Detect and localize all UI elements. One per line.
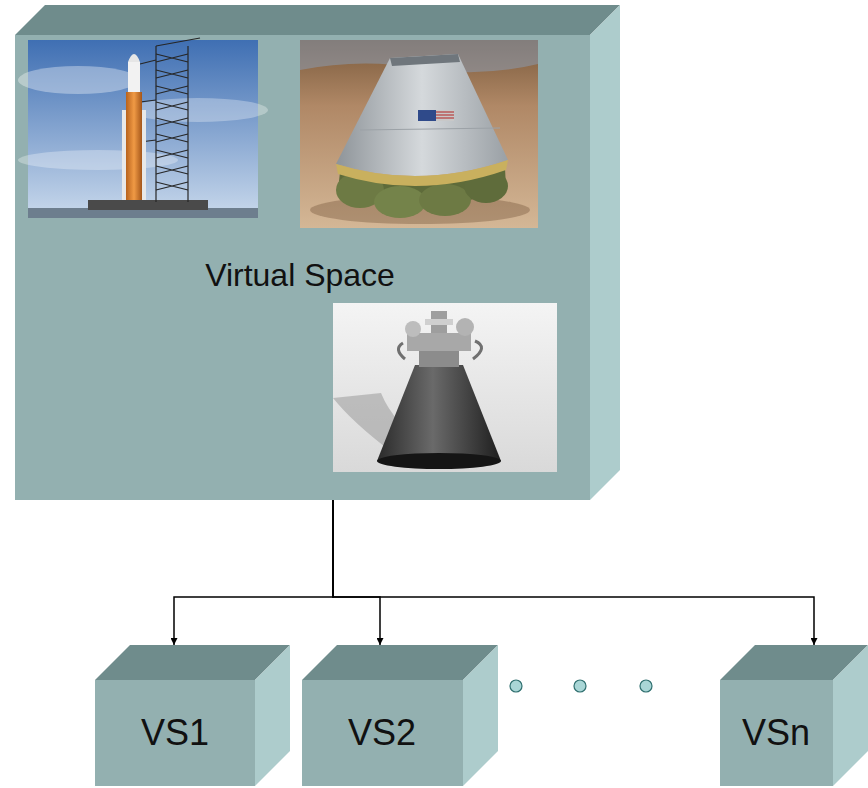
box-front-face <box>95 680 255 786</box>
space-label: VS1 <box>141 712 209 753</box>
virtual-subspace-box: VS1 <box>95 645 290 786</box>
ellipsis-dots <box>510 680 652 692</box>
ellipsis-dot <box>640 680 652 692</box>
ellipsis-dot <box>510 680 522 692</box>
box-side-face <box>833 645 868 786</box>
rocket-photo <box>18 38 268 218</box>
engine-photo <box>333 303 557 472</box>
box-front-face <box>302 680 463 786</box>
connector-arrow <box>333 500 814 645</box>
photo-illustrations <box>15 5 620 500</box>
box-front-face <box>720 680 833 786</box>
capsule-photo <box>300 40 538 228</box>
box-side-face <box>463 645 498 786</box>
box-front-face <box>15 35 590 500</box>
space-label: VSn <box>742 712 810 753</box>
virtual-subspace-box: VSn <box>720 645 868 786</box>
virtual-space-box: Virtual Space <box>15 5 620 500</box>
box-top-face <box>15 5 620 35</box>
connector-arrow <box>174 500 333 645</box>
space-title: Virtual Space <box>205 257 395 294</box>
box-side-face <box>590 5 620 500</box>
connector-arrow <box>333 500 380 645</box>
space-label: VS2 <box>348 712 416 753</box>
ellipsis-dot <box>574 680 586 692</box>
virtual-subspace-box: VS2 <box>302 645 498 786</box>
box-side-face <box>255 645 290 786</box>
